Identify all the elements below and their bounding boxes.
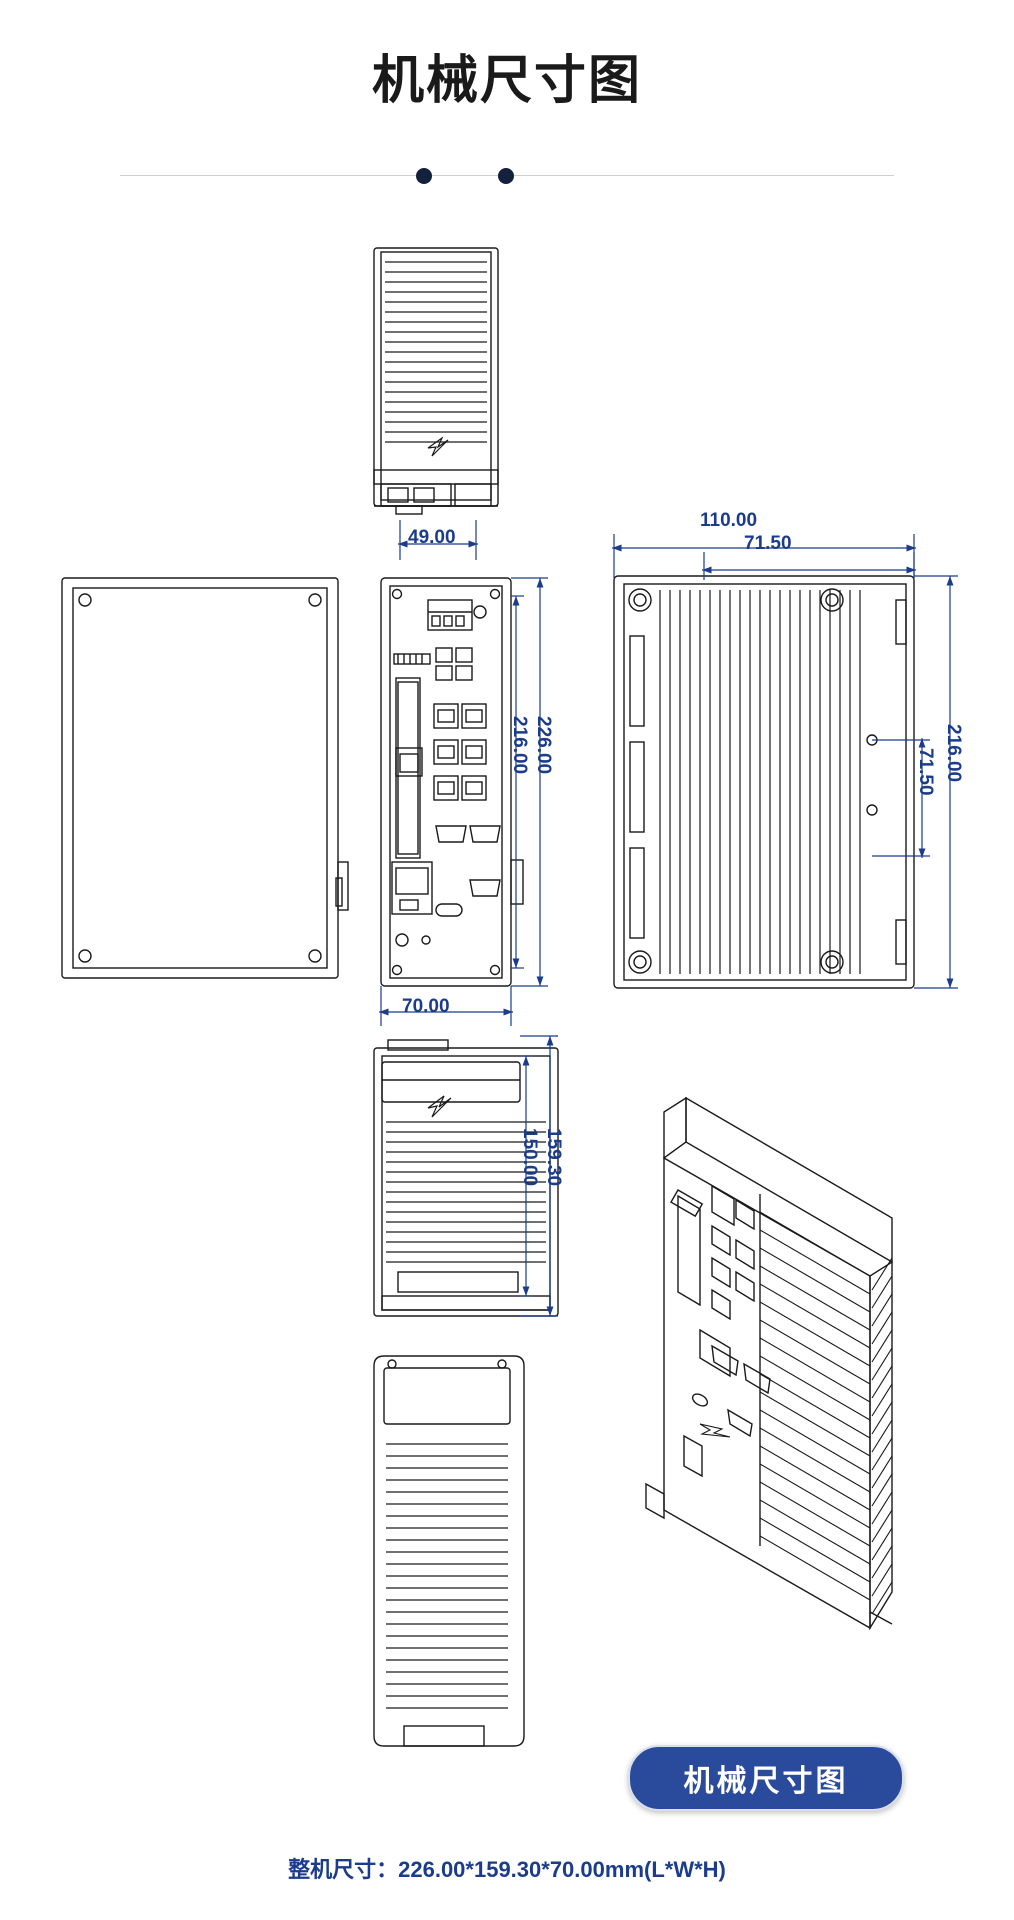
view-left-panel	[61, 577, 349, 979]
divider	[120, 168, 894, 184]
view-top	[373, 247, 499, 515]
dim-label-front-height-inner: 216.00	[509, 716, 530, 775]
overall-dimension-note: 整机尺寸：226.00*159.30*70.00mm(L*W*H)	[288, 1857, 726, 1882]
dim-label-bottom-height-outer: 159.30	[543, 1128, 564, 1187]
view-bottom-plate	[373, 1355, 525, 1747]
divider-dot-right	[498, 168, 514, 184]
dim-label-side-height-half: 71.50	[915, 748, 936, 796]
dim-label-top-front-width: 49.00	[408, 527, 456, 548]
dim-label-side-width-total: 110.00	[700, 510, 758, 531]
dim-label-front-height-outer: 226.00	[533, 716, 554, 775]
view-right-side	[613, 575, 915, 989]
dim-label-front-width-bottom: 70.00	[402, 996, 450, 1017]
divider-dot-left	[416, 168, 432, 184]
view-isometric	[645, 1096, 893, 1631]
dimension-lines	[379, 520, 958, 1317]
mechanical-dimension-badge[interactable]: 机械尺寸图	[628, 1745, 904, 1811]
dim-label-side-width-half: 71.50	[744, 533, 792, 554]
page-title: 机械尺寸图	[371, 52, 642, 110]
dim-label-side-height-total: 216.00	[943, 724, 964, 783]
view-front-io	[380, 577, 524, 987]
dim-label-bottom-height-inner: 150.00	[519, 1128, 540, 1187]
